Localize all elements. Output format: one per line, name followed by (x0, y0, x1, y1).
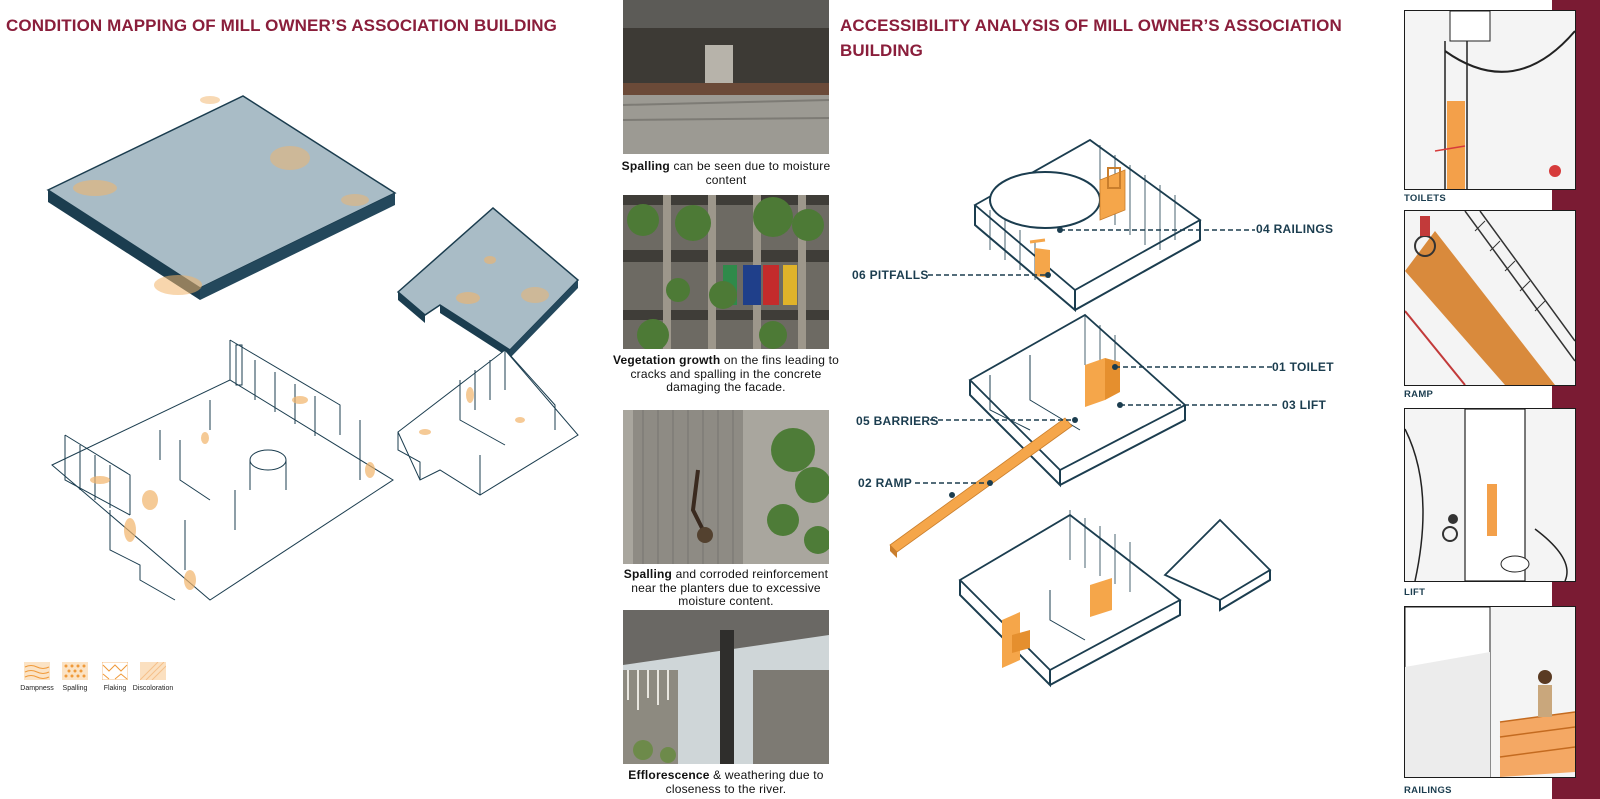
callout-barriers: 05 BARRIERS (856, 414, 939, 428)
roof-slab-small (396, 207, 580, 358)
caption-spalling-moisture: Spalling can be seen due to moisture con… (612, 159, 840, 187)
legend-label: Discoloration (132, 685, 174, 692)
caption-text: & weathering due to closeness to the riv… (665, 768, 824, 796)
legend-flaking: Flaking (90, 661, 140, 692)
legend-label: Flaking (103, 685, 127, 692)
top-floor (973, 138, 1202, 313)
legend-label: Dampness (20, 685, 54, 692)
flaking-swatch-icon (101, 661, 129, 681)
condition-mapping-title: CONDITION MAPPING OF MILL OWNER’S ASSOCI… (6, 16, 557, 35)
caption-bold: Spalling (621, 159, 670, 173)
thumb-lift (1404, 408, 1576, 582)
legend-discoloration: Discoloration (128, 661, 178, 692)
callout-leader-lines (915, 227, 1280, 486)
thumb-label-lift: LIFT (1404, 587, 1426, 598)
thumb-railings (1404, 606, 1576, 778)
floor-plan-damage-marks (90, 396, 375, 590)
callout-ramp: 02 RAMP (858, 476, 913, 490)
caption-vegetation: Vegetation growth on the fins leading to… (612, 353, 840, 395)
thumb-label-toilets: TOILETS (1404, 193, 1447, 204)
caption-text: and corroded reinforcement near the plan… (631, 567, 829, 608)
photo-spalling-soffit (623, 0, 829, 154)
thumb-ramp (1404, 210, 1576, 386)
photo-efflorescence (623, 610, 829, 764)
middle-floor (968, 313, 1187, 488)
condition-mapping-drawing (46, 95, 580, 601)
legend-spalling: Spalling (50, 662, 100, 692)
legend-dampness: Dampness (12, 662, 62, 692)
legend-label: Spalling (62, 685, 88, 692)
discoloration-swatch-icon (139, 661, 167, 681)
dampness-swatch-icon (24, 662, 50, 680)
caption-bold: Spalling (623, 567, 673, 581)
callout-toilet: 01 TOILET (1272, 360, 1334, 374)
floor-plan-main (51, 339, 394, 601)
caption-bold: Vegetation growth (612, 353, 721, 367)
accessibility-analysis-title: ACCESSIBILITY ANALYSIS OF MILL OWNER’S A… (840, 16, 1342, 60)
spalling-swatch-icon (62, 662, 88, 680)
thumb-label-ramp: RAMP (1404, 389, 1434, 400)
floor-plan-small (397, 349, 579, 496)
roof-slab-large (46, 95, 397, 300)
callout-railings: 04 RAILINGS (1256, 222, 1334, 236)
thumb-label-railings: RAILINGS (1404, 785, 1452, 796)
caption-bold: Efflorescence (628, 768, 710, 782)
caption-text: on the fins leading to cracks and spalli… (630, 353, 840, 394)
ramp-drawing (889, 417, 1073, 558)
caption-text: can be seen due to moisture content (669, 159, 831, 187)
photo-vegetation-facade (623, 195, 829, 349)
caption-efflorescence: Efflorescence & weathering due to closen… (612, 768, 840, 796)
callout-lift: 03 LIFT (1282, 398, 1327, 412)
photo-spalling-planter (623, 410, 829, 564)
caption-spalling-planters: Spalling and corroded reinforcement near… (612, 567, 840, 609)
thumb-toilets (1404, 10, 1576, 190)
accessibility-exploded-axonometric (889, 138, 1272, 688)
callout-pitfalls: 06 PITFALLS (852, 268, 929, 282)
